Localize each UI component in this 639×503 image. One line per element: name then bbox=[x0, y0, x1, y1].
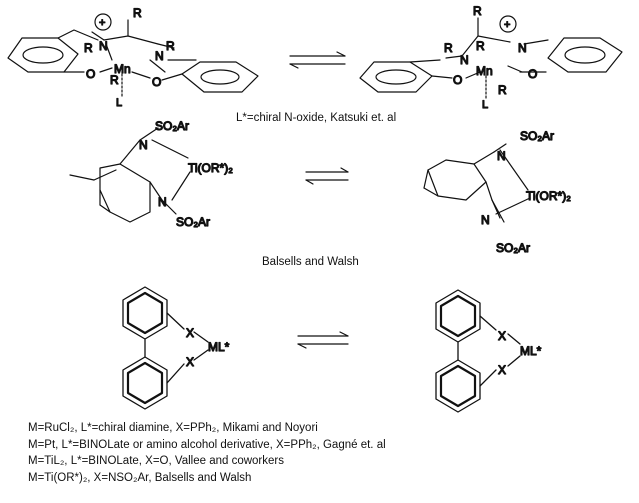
salen-left-n1: N bbox=[99, 39, 108, 53]
salen-right-r1: R bbox=[473, 4, 482, 18]
salen-right-n1: N bbox=[460, 53, 469, 67]
ti-left-sulfonyl1: SO₂Ar bbox=[155, 119, 189, 133]
salen-right-r2: R bbox=[444, 41, 453, 55]
note-line: M=Ti(OR*)₂, X=NSO₂Ar, Balsells and Walsh bbox=[28, 471, 252, 484]
equilibrium-arrow-2 bbox=[305, 167, 349, 185]
ti-right-sulfonyl1: SO₂Ar bbox=[520, 129, 554, 143]
note-line: M=Pt, L*=BINOLate or amino alcohol deriv… bbox=[28, 438, 386, 451]
salen-left-r1: R bbox=[133, 6, 142, 20]
salen-left-n2: N bbox=[155, 49, 164, 63]
salen-left-o2: O bbox=[152, 75, 161, 89]
ti-left-titanium: Ti(OR*)₂ bbox=[188, 161, 233, 175]
salen-complex-right bbox=[359, 15, 623, 99]
biaryl-complex-left bbox=[122, 286, 209, 410]
ti-caption: Balsells and Walsh bbox=[262, 256, 359, 268]
ti-complex-left bbox=[69, 127, 191, 223]
salen-caption: L*=chiral N-oxide, Katsuki et. al bbox=[236, 112, 397, 124]
ti-right-titanium: Ti(OR*)₂ bbox=[526, 189, 571, 203]
salen-left-r3: R bbox=[166, 39, 175, 53]
biaryl-left-ml: ML* bbox=[208, 340, 230, 354]
salen-right-o2: O bbox=[528, 67, 537, 81]
biaryl-right-x2: X bbox=[498, 363, 506, 377]
substituent-notes: M=RuCl₂, L*=chiral diamine, X=PPh₂, Mika… bbox=[28, 420, 386, 486]
ti-complex-right bbox=[423, 143, 531, 223]
salen-left-r2: R bbox=[84, 41, 93, 55]
salen-right-charge: + bbox=[504, 19, 510, 31]
salen-left-o1: O bbox=[86, 67, 95, 81]
ti-right-sulfonyl2: SO₂Ar bbox=[496, 241, 530, 255]
salen-left-metal: Mn bbox=[114, 62, 131, 76]
ti-left-sulfonyl2: SO₂Ar bbox=[176, 215, 210, 229]
ti-right-n1: N bbox=[497, 149, 506, 163]
biaryl-right-x1: X bbox=[498, 329, 506, 343]
salen-right-r4: R bbox=[498, 83, 507, 97]
salen-left-charge: + bbox=[99, 17, 105, 29]
note-line: M=RuCl₂, L*=chiral diamine, X=PPh₂, Mika… bbox=[28, 422, 318, 434]
ti-right-n2: N bbox=[481, 213, 490, 227]
note-line: M=TiL₂, L*=BINOLate, X=O, Vallee and cow… bbox=[28, 455, 284, 467]
biaryl-right-ml: ML* bbox=[520, 344, 542, 358]
salen-right-o1: O bbox=[453, 73, 462, 87]
biaryl-complex-right bbox=[435, 289, 521, 413]
salen-left-r4: R bbox=[110, 73, 119, 87]
equilibrium-arrow-1 bbox=[289, 51, 346, 69]
salen-right-ligand: L bbox=[482, 99, 488, 111]
salen-right-r3: R bbox=[476, 39, 485, 53]
salen-left-ligand: L bbox=[116, 97, 122, 109]
biaryl-left-x2: X bbox=[186, 355, 194, 369]
ti-left-n2: N bbox=[158, 195, 167, 209]
biaryl-left-x1: X bbox=[186, 326, 194, 340]
salen-complex-left bbox=[7, 13, 259, 97]
ti-left-n1: N bbox=[139, 138, 148, 152]
salen-right-n2: N bbox=[518, 41, 527, 55]
equilibrium-arrow-3 bbox=[297, 331, 349, 349]
salen-right-metal: Mn bbox=[476, 64, 493, 78]
